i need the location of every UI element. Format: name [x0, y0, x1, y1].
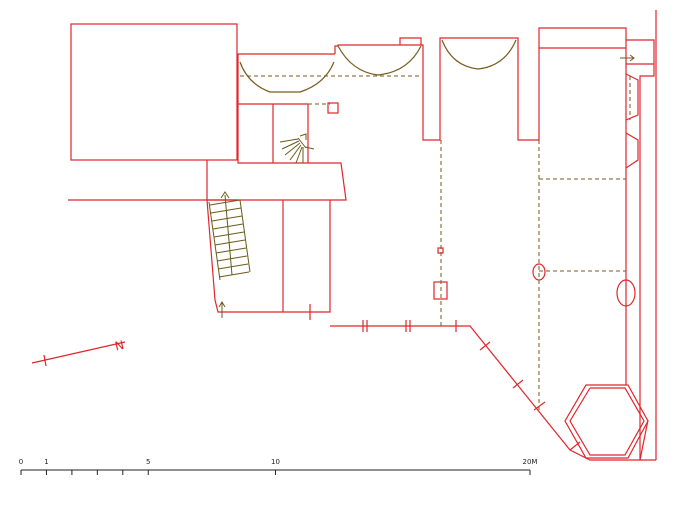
scale-tick-label: 5	[146, 458, 150, 466]
hexagon-inner	[569, 387, 645, 456]
vault-arc-1	[239, 61, 335, 93]
stair-wing	[206, 160, 284, 313]
tick-6	[479, 341, 491, 351]
vault-arc-2	[337, 45, 422, 76]
main-stair	[208, 191, 251, 318]
bottom-wall	[330, 325, 649, 461]
wing-bottom	[283, 200, 331, 313]
scale-ticks: 0 1 5 10 20M	[19, 458, 538, 475]
small-square	[327, 102, 339, 114]
oval-right	[616, 279, 636, 307]
long-wall	[68, 53, 347, 201]
scale-bar: 0 1 5 10 20M	[19, 458, 538, 475]
scale-tick-label: 20M	[523, 458, 538, 466]
apse-walls-2	[421, 27, 656, 461]
tower-block	[70, 23, 238, 161]
right-niche-1	[625, 73, 639, 121]
hexagon-tower	[564, 384, 649, 459]
vault-arc-3	[441, 39, 517, 70]
right-arrow	[620, 54, 635, 62]
right-niche-2	[625, 132, 639, 169]
tick-7	[512, 379, 524, 389]
small-stair-room	[238, 103, 274, 163]
north-arrow: N	[31, 338, 126, 367]
scale-tick-label: 10	[271, 458, 280, 466]
small-stair	[279, 133, 315, 164]
scale-tick-label: 1	[44, 458, 48, 466]
apse-walls-1	[334, 37, 422, 54]
north-label: N	[114, 338, 126, 354]
scale-tick-label: 0	[19, 458, 23, 466]
